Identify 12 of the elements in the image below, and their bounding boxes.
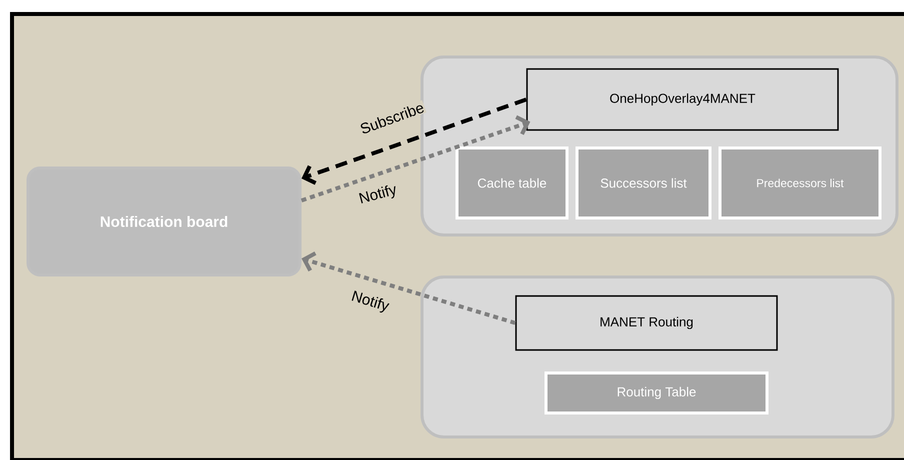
- table-box: Successors list: [576, 146, 712, 220]
- table-box: Routing Table: [544, 372, 768, 414]
- board-box: Notification board: [26, 166, 302, 276]
- edge-label: Notify: [356, 182, 400, 208]
- module-box: OneHopOverlay4MANET: [526, 68, 839, 131]
- edge-label: Notify: [348, 288, 392, 316]
- table-box: Cache table: [456, 146, 568, 220]
- arrow: [302, 252, 516, 325]
- arrow: [302, 98, 527, 185]
- arrow: [300, 115, 530, 202]
- table-box: Predecessors list: [718, 146, 882, 220]
- module-box: MANET Routing: [515, 295, 778, 351]
